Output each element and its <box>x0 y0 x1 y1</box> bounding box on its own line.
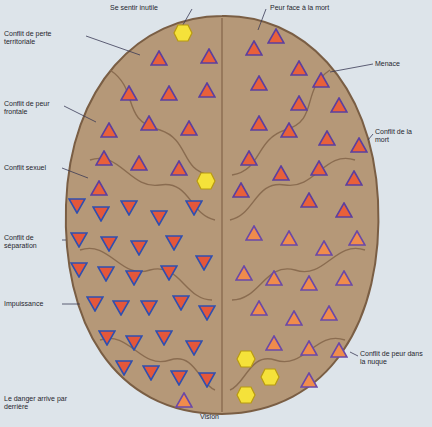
triangle-marker <box>246 41 262 55</box>
triangle-marker <box>161 86 177 100</box>
triangle-marker <box>251 116 267 130</box>
triangle-marker <box>131 156 147 170</box>
triangle-marker <box>116 361 132 375</box>
triangle-marker <box>233 183 249 197</box>
triangle-marker <box>351 138 367 152</box>
triangle-marker <box>121 86 137 100</box>
triangle-marker <box>161 266 177 280</box>
region-label: Conflit de peur frontale <box>4 100 62 116</box>
triangle-marker <box>201 49 217 63</box>
triangle-marker <box>96 151 112 165</box>
triangle-marker <box>173 296 189 310</box>
triangle-marker <box>176 393 192 407</box>
region-label: Impuissance <box>4 300 60 308</box>
triangle-marker <box>319 131 335 145</box>
region-label: Conflit sexuel <box>4 164 60 172</box>
triangle-marker <box>336 271 352 285</box>
hexagon-marker <box>261 369 279 385</box>
triangle-marker <box>286 311 302 325</box>
triangle-marker <box>141 116 157 130</box>
triangle-marker <box>87 297 103 311</box>
triangle-marker <box>101 123 117 137</box>
leader-lines <box>62 9 373 356</box>
triangle-marker <box>251 76 267 90</box>
triangle-marker <box>126 271 142 285</box>
triangle-marker <box>311 161 327 175</box>
triangle-marker <box>281 231 297 245</box>
triangle-marker <box>281 123 297 137</box>
triangle-marker <box>93 207 109 221</box>
triangle-marker <box>301 193 317 207</box>
triangle-marker <box>301 341 317 355</box>
triangle-markers-light <box>176 226 365 407</box>
hexagon-markers <box>174 25 279 403</box>
triangle-marker <box>186 201 202 215</box>
region-label: Vision <box>200 413 240 421</box>
triangle-marker <box>199 306 215 320</box>
triangle-marker <box>71 263 87 277</box>
triangle-markers-down <box>69 199 215 387</box>
triangle-marker <box>301 276 317 290</box>
triangle-marker <box>346 171 362 185</box>
triangle-marker <box>313 73 329 87</box>
hexagon-marker <box>237 351 255 367</box>
triangle-marker <box>69 199 85 213</box>
triangle-markers-up <box>91 29 367 217</box>
triangle-marker <box>151 211 167 225</box>
brain-gyri <box>80 18 365 412</box>
triangle-marker <box>236 266 252 280</box>
region-label: Conflit de la mort <box>375 128 427 144</box>
triangle-marker <box>99 331 115 345</box>
triangle-marker <box>349 231 365 245</box>
triangle-marker <box>143 366 159 380</box>
triangle-marker <box>171 161 187 175</box>
triangle-marker <box>331 98 347 112</box>
triangle-marker <box>321 306 337 320</box>
triangle-marker <box>141 301 157 315</box>
triangle-marker <box>291 61 307 75</box>
triangle-marker <box>291 96 307 110</box>
triangle-marker <box>316 241 332 255</box>
triangle-marker <box>181 121 197 135</box>
triangle-marker <box>91 181 107 195</box>
triangle-marker <box>241 151 257 165</box>
region-label: Conflit de séparation <box>4 234 60 250</box>
triangle-marker <box>171 371 187 385</box>
region-label: Conflit de peur dans la nuque <box>360 350 428 366</box>
triangle-marker <box>126 336 142 350</box>
triangle-marker <box>166 236 182 250</box>
triangle-marker <box>266 271 282 285</box>
triangle-marker <box>246 226 262 240</box>
triangle-marker <box>196 256 212 270</box>
region-label: Se sentir inutile <box>110 4 190 12</box>
region-label: Peur face à la mort <box>270 4 360 12</box>
brain-outline <box>66 16 379 414</box>
triangle-marker <box>268 29 284 43</box>
triangle-marker <box>331 343 347 357</box>
triangle-marker <box>156 331 172 345</box>
triangle-marker <box>98 267 114 281</box>
triangle-marker <box>336 203 352 217</box>
hexagon-marker <box>197 173 215 189</box>
triangle-marker <box>251 301 267 315</box>
triangle-marker <box>273 166 289 180</box>
region-label: Menace <box>375 60 427 68</box>
triangle-marker <box>151 51 167 65</box>
triangle-marker <box>121 201 137 215</box>
triangle-marker <box>266 336 282 350</box>
hexagon-marker <box>174 25 192 41</box>
triangle-marker <box>301 373 317 387</box>
triangle-marker <box>131 241 147 255</box>
region-label: Le danger arrive par derrière <box>4 395 84 411</box>
triangle-marker <box>199 83 215 97</box>
triangle-marker <box>186 341 202 355</box>
triangle-marker <box>71 233 87 247</box>
region-label: Conflit de perte territoriale <box>4 30 84 46</box>
triangle-marker <box>113 301 129 315</box>
triangle-marker <box>101 237 117 251</box>
hexagon-marker <box>237 387 255 403</box>
triangle-marker <box>199 373 215 387</box>
